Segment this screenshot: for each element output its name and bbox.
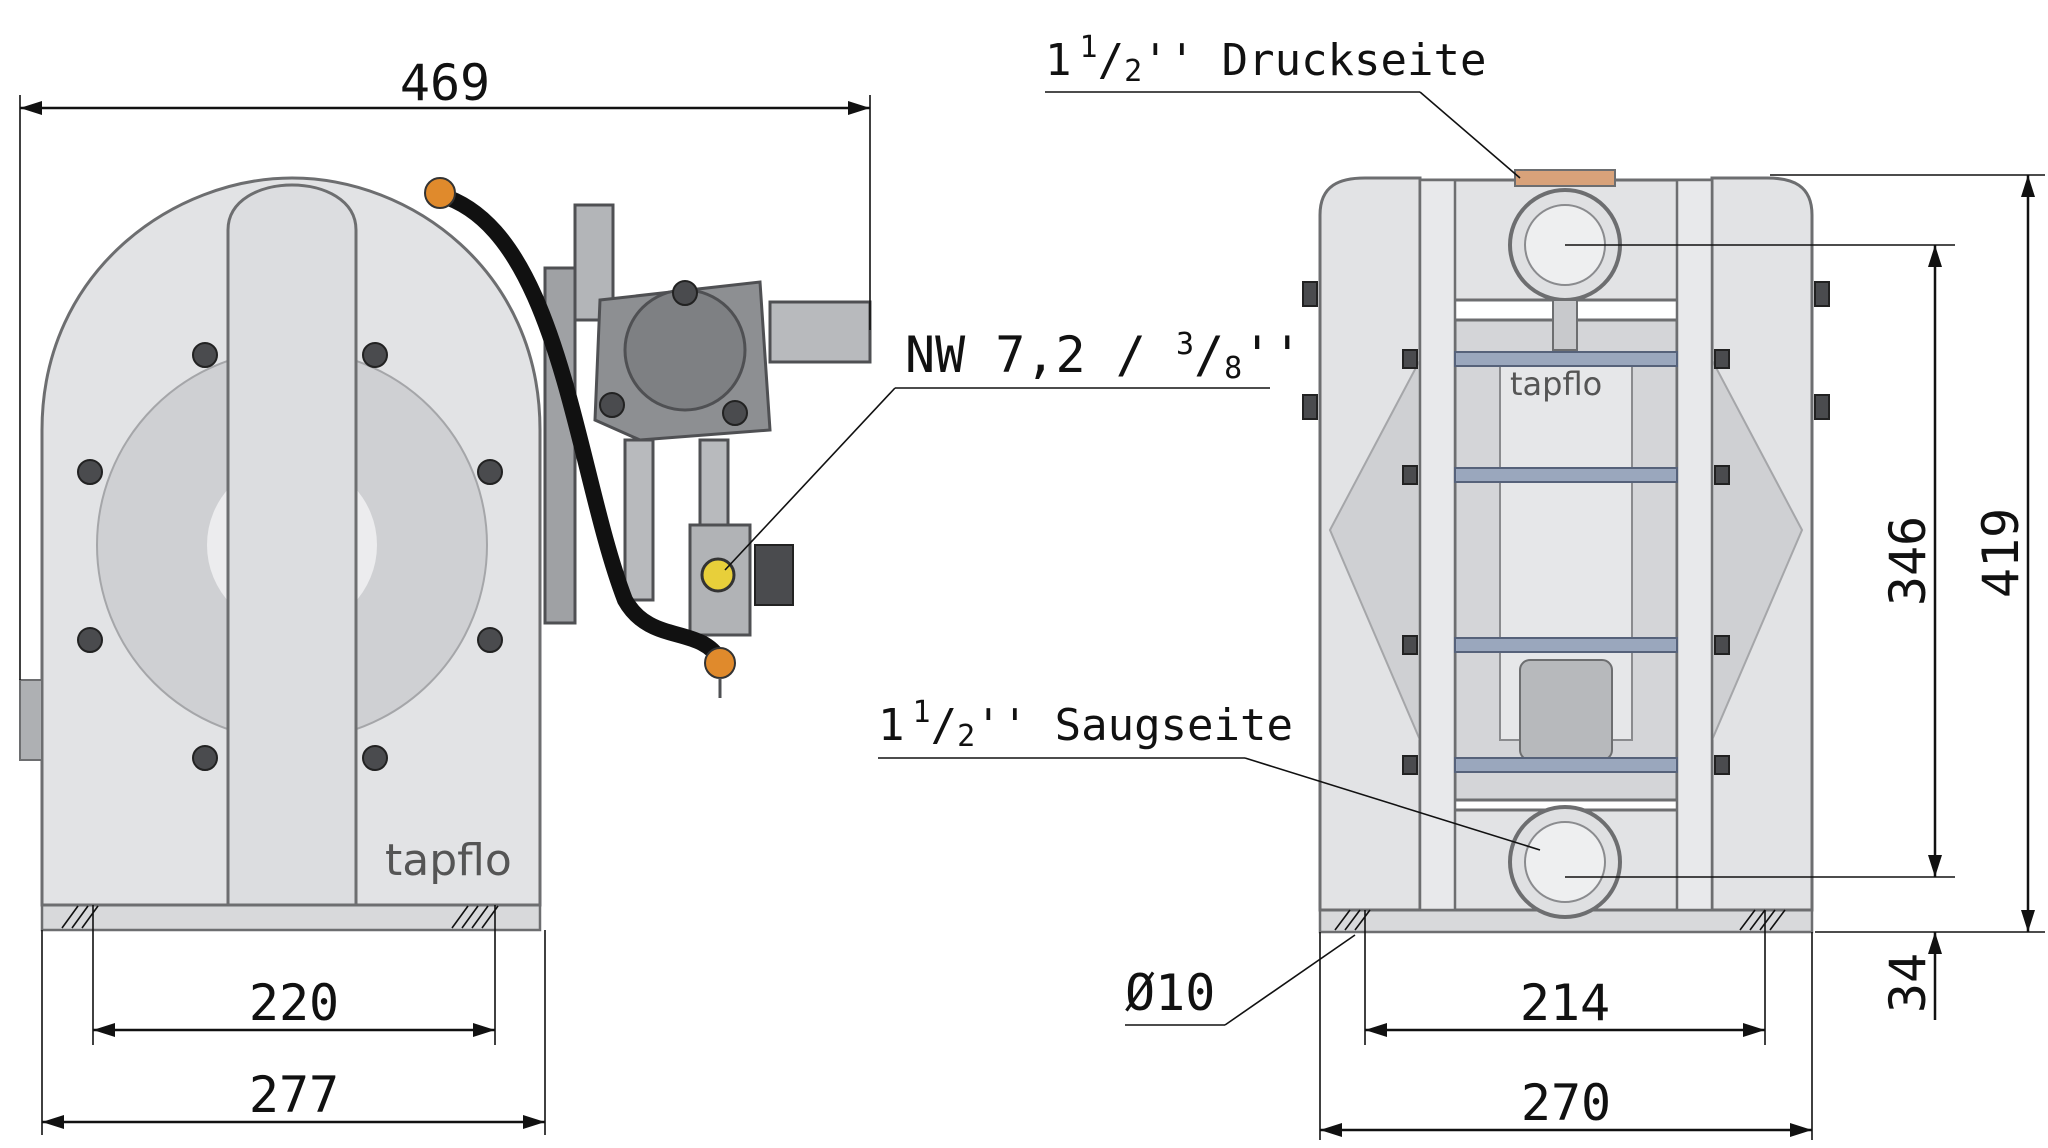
dim-34-value: 34: [1879, 953, 1937, 1013]
side-base-hatch: [61, 905, 499, 929]
side-bolt: [362, 745, 388, 771]
side-hose-fitting-bottom: [704, 647, 736, 679]
front-frame-right: [1675, 178, 1714, 912]
side-hose-fitting-top: [424, 177, 456, 209]
dim-270-value: 270: [1521, 1074, 1611, 1132]
side-view: tapflo: [19, 176, 872, 932]
nw-fraction-slash: /: [1194, 326, 1224, 384]
side-air-knob: [754, 544, 794, 606]
front-tie-rod: [1454, 637, 1678, 653]
outlet-fraction-den: 2: [1124, 54, 1142, 89]
dim-419-value: 419: [1972, 508, 2030, 598]
front-frame-left: [1418, 178, 1457, 912]
front-rod-nut: [1402, 755, 1418, 775]
side-air-hose: [432, 187, 728, 668]
outlet-label-text: '' Druckseite: [1142, 35, 1486, 86]
side-bolt: [77, 627, 103, 653]
front-inlet-port-inner: [1524, 821, 1606, 903]
front-outer-bolt: [1302, 281, 1318, 307]
dim-214-value: 214: [1520, 974, 1610, 1032]
side-air-port: [700, 557, 736, 593]
front-rod-nut: [1714, 465, 1730, 485]
front-center-shaft: [1552, 299, 1578, 351]
front-air-cylinder: [1519, 659, 1613, 761]
side-valve-cover: [623, 288, 747, 412]
side-bolt: [477, 459, 503, 485]
front-rod-nut: [1402, 635, 1418, 655]
front-rod-nut: [1714, 635, 1730, 655]
side-base-plate: [40, 903, 542, 932]
front-view: tapflo: [1302, 169, 1830, 934]
outlet-leader-diagonal: [1419, 91, 1521, 179]
front-tie-rod: [1454, 351, 1678, 367]
front-rod-nut: [1402, 349, 1418, 369]
inlet-leader-diagonal: [1244, 757, 1541, 851]
dim-346-value: 346: [1879, 516, 1937, 606]
front-tie-rod: [1454, 467, 1678, 483]
front-base-hatch: [1334, 909, 1786, 931]
dim-34-arrow: [1928, 932, 1942, 954]
inlet-label-whole: 1: [878, 700, 905, 751]
side-view-dimensions: 469 220 277 NW 7,2 / 3/8'': [19, 54, 1302, 1135]
side-valve-pipe: [623, 438, 655, 602]
nw-leader-diagonal: [724, 387, 896, 571]
dim-469-value: 469: [400, 54, 490, 112]
nw-label-unit: '': [1242, 326, 1302, 384]
dim-220-value: 220: [249, 974, 339, 1032]
side-bolt: [477, 627, 503, 653]
nw-fraction-num: 3: [1176, 327, 1194, 362]
side-bolt: [192, 745, 218, 771]
side-manifold-column: [226, 183, 358, 907]
side-logo: tapflo: [385, 835, 512, 886]
front-tie-rod: [1454, 757, 1678, 773]
inlet-fraction-num: 1: [913, 695, 931, 730]
front-rod-nut: [1714, 755, 1730, 775]
front-outer-bolt: [1814, 394, 1830, 420]
dim-277-value: 277: [249, 1066, 339, 1124]
side-bolt: [362, 342, 388, 368]
nw-label: NW 7,2 / 3/8'': [905, 326, 1302, 386]
inlet-fraction-den: 2: [957, 719, 975, 754]
front-outer-bolt: [1302, 394, 1318, 420]
inlet-fraction-slash: /: [931, 700, 958, 751]
side-valve-screw: [599, 392, 625, 418]
outlet-fraction-slash: /: [1098, 35, 1125, 86]
front-outer-bolt: [1814, 281, 1830, 307]
front-rod-nut: [1714, 349, 1730, 369]
side-valve-outlet: [768, 300, 872, 364]
side-bolt: [77, 459, 103, 485]
side-bolt: [192, 342, 218, 368]
inlet-label-text: '' Saugseite: [975, 700, 1293, 751]
front-top-flange: [1514, 169, 1616, 187]
side-valve-screw: [722, 400, 748, 426]
hole-leader-diagonal: [1224, 934, 1356, 1026]
dim-hole-diameter-value: Ø10: [1125, 964, 1215, 1022]
nw-fraction-den: 8: [1224, 351, 1242, 386]
front-rod-nut: [1402, 465, 1418, 485]
outlet-label-whole: 1: [1045, 35, 1072, 86]
side-valve-screw: [672, 280, 698, 306]
nw-label-main: NW 7,2 /: [905, 326, 1176, 384]
front-logo: tapflo: [1510, 365, 1602, 403]
outlet-fraction-num: 1: [1080, 30, 1098, 65]
side-foot-tab: [19, 679, 43, 761]
